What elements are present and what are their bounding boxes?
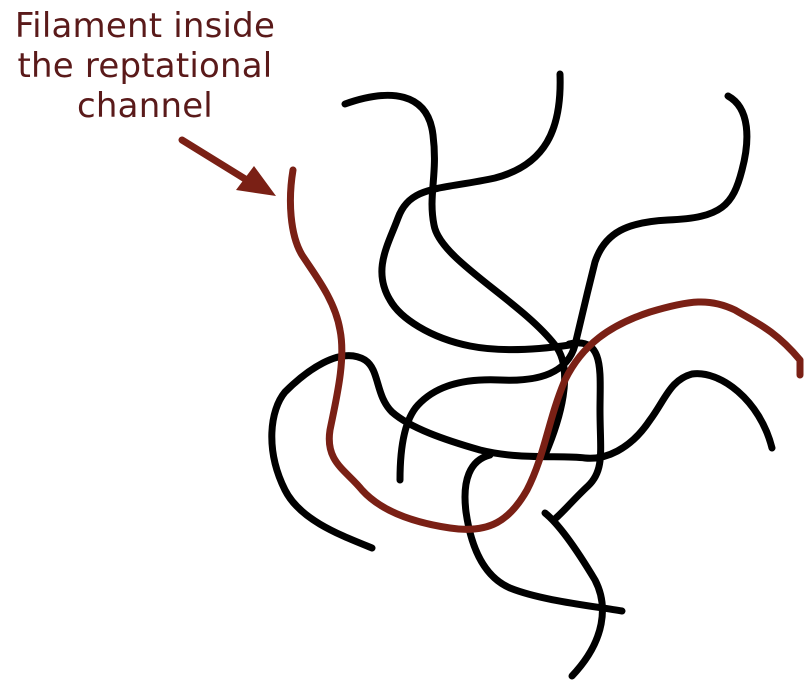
network-filament <box>345 95 565 455</box>
network-filament <box>382 74 570 350</box>
network-filament <box>272 356 772 548</box>
network-filament <box>400 96 747 480</box>
network-filament <box>545 343 602 676</box>
pointer-arrow <box>182 140 276 196</box>
network-filaments <box>272 74 772 676</box>
arrow-shaft <box>182 140 250 182</box>
